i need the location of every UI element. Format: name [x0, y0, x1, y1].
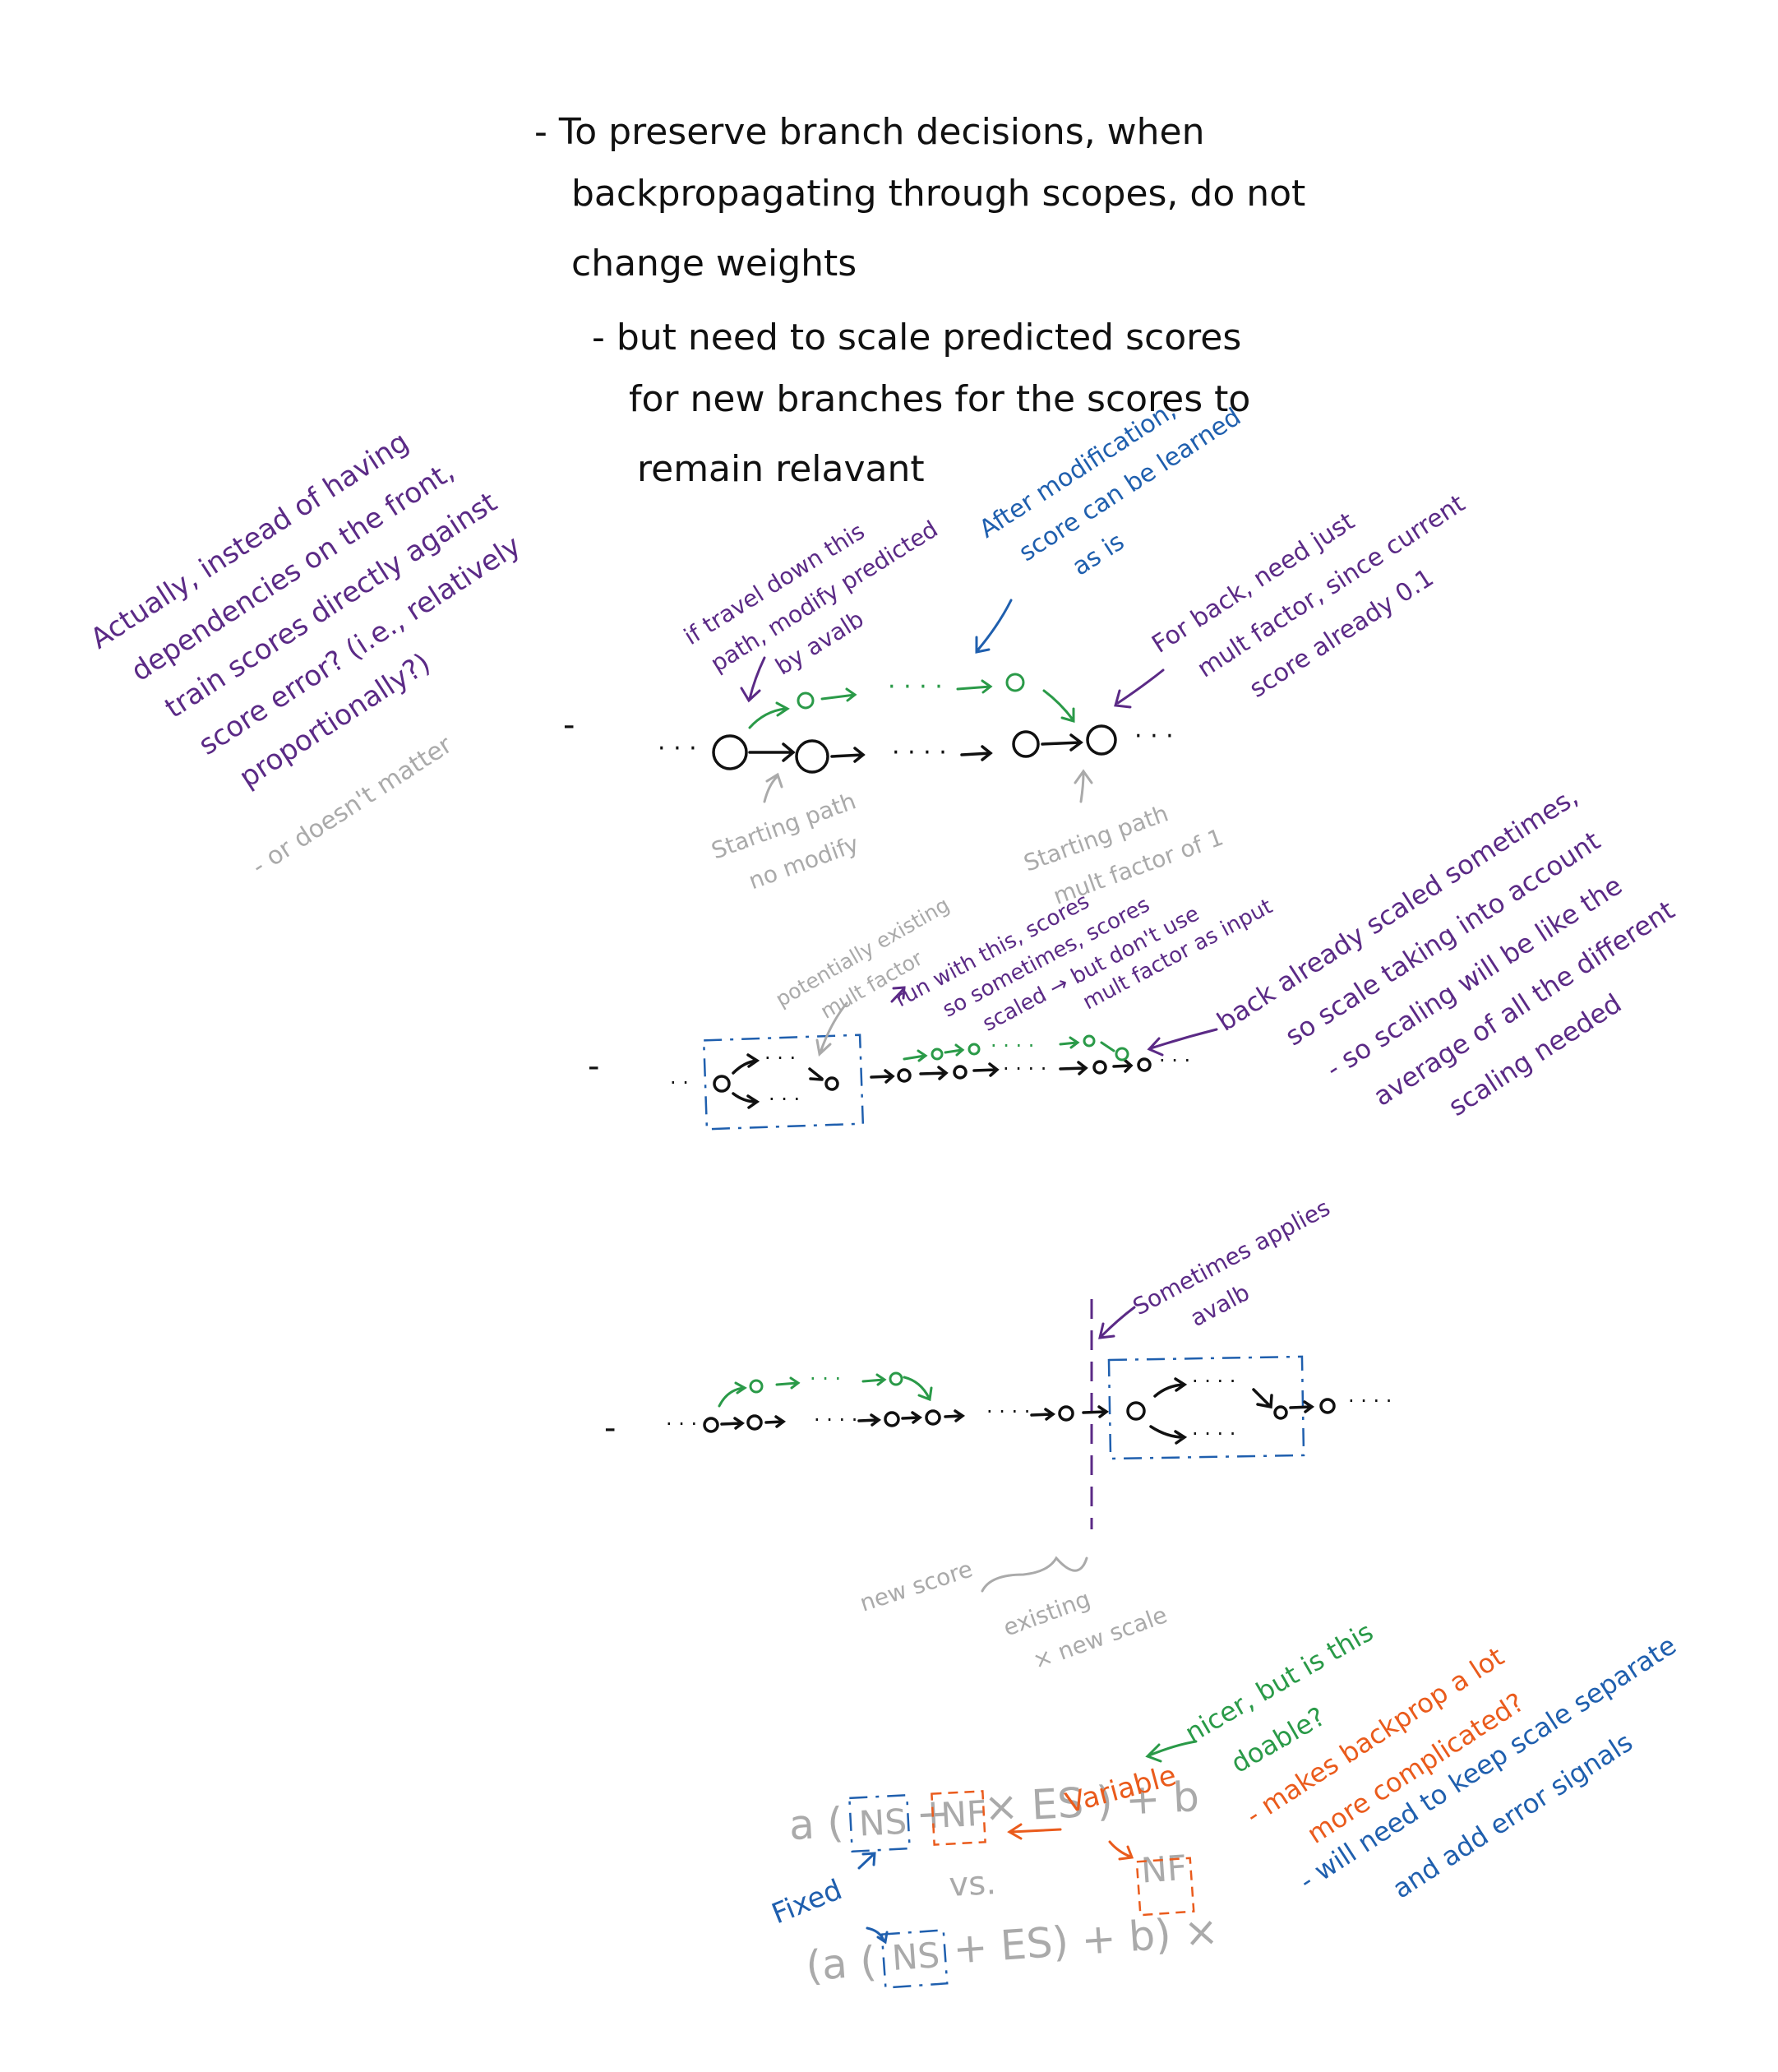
diagram-3: - · · · · · · · · · · · [604, 1194, 1392, 1675]
diagram-1-label-right: Starting path mult factor of 1 [1020, 800, 1226, 910]
svg-text:· · · ·: · · · · [986, 1400, 1030, 1423]
green-node-2 [1005, 673, 1025, 692]
main-note-line-3: change weights [571, 243, 857, 284]
diagram-2-annotation-right: back already scaled sometimes, so scale … [1212, 780, 1680, 1122]
node-1 [712, 734, 748, 770]
diagram-3-path [703, 1377, 1336, 1445]
diagram-3-label-new-score: new score [857, 1555, 976, 1616]
svg-text:· ·: · · [670, 1071, 689, 1094]
svg-text:· · · ·: · · · · [1348, 1390, 1392, 1413]
svg-text:+ ES) + b) ×: + ES) + b) × [951, 1907, 1220, 1973]
main-note-line-4: - but need to scale predicted scores [592, 317, 1241, 358]
svg-text:· · ·: · · · [1134, 722, 1174, 751]
pointer-purple-left [740, 656, 766, 703]
svg-text:· · · ·: · · · · [1192, 1422, 1235, 1445]
node-4 [1086, 724, 1117, 756]
main-note-line-6: remain relavant [637, 448, 925, 490]
svg-text:· · ·: · · · [1159, 1049, 1190, 1072]
diagram-2-pointer-purple [1147, 1028, 1218, 1057]
formula-nf-box-1 [931, 1790, 986, 1846]
green-node-1 [797, 691, 815, 710]
svg-text:a (: a ( [787, 1799, 844, 1849]
formula-nf-box-2 [1135, 1857, 1195, 1917]
main-note-line-1: - To preserve branch decisions, when [534, 111, 1205, 153]
diagram-3-pointer-purple [1098, 1306, 1136, 1339]
node-3 [1012, 730, 1040, 758]
svg-text:· · ·: · · · [764, 1047, 796, 1070]
main-note-line-2: backpropagating through scopes, do not [571, 173, 1305, 215]
green-note-pointer [1145, 1740, 1198, 1763]
pointer-blue [975, 599, 1013, 654]
diagram-2-bullet: - [588, 1048, 599, 1085]
svg-text:NS: NS [890, 1935, 940, 1978]
diagram-2-pointer-purple-small [890, 986, 906, 1003]
svg-text:· · ·: · · · [769, 1088, 800, 1111]
svg-text:new score: new score [857, 1555, 976, 1616]
diagram-3-annotation: Sometimes applies avalb [1129, 1194, 1335, 1332]
arrow-2 [830, 747, 866, 763]
diagram-2-ellipses: · · · · · · · · · · · · · · · [670, 1047, 1190, 1111]
formula-ns-box-2 [880, 1929, 949, 1989]
diagram-2-path [713, 1053, 1152, 1109]
formula-line-2: (a ( NS + ES) + b) × NF [804, 1848, 1220, 1990]
svg-text:· · · ·: · · · · [1003, 1057, 1046, 1080]
fixed-pointer-up [857, 1852, 876, 1870]
diagram-2-scope-box [702, 1034, 865, 1131]
pointer-gray-right [1074, 769, 1093, 803]
diagram-2-green-bypass [903, 1034, 1129, 1062]
svg-text:· · · ·: · · · · [1192, 1370, 1235, 1393]
formula-label-fixed: Fixed [767, 1873, 847, 1931]
svg-text:· · · ·: · · · · [888, 673, 943, 701]
diagram-2-pointer-gray [815, 1001, 848, 1057]
formula-line-1: a ( NS + NF × ES ) + b [787, 1773, 1201, 1849]
diagram-3-label-existing: existing × new scale [1000, 1585, 1171, 1675]
variable-pointer-left [1007, 1823, 1062, 1840]
svg-text:· · · ·: · · · · [814, 1408, 857, 1431]
diagram-3-ellipses: · · · · · · · · · · · · · · · · · · · · … [666, 1370, 1392, 1445]
main-note-line-5: for new branches for the scores to [629, 378, 1250, 420]
node-2 [795, 739, 829, 774]
svg-text:(a (: (a ( [804, 1937, 877, 1990]
pointer-gray-left [763, 772, 783, 803]
pointer-purple-right [1114, 668, 1165, 709]
svg-text:NF: NF [1140, 1848, 1189, 1891]
formula-vs: vs. [948, 1864, 997, 1904]
arrow-4 [1041, 733, 1083, 752]
svg-text:NF: NF [940, 1793, 987, 1836]
arrow-3 [960, 745, 993, 761]
formula-section: a ( NS + NF × ES ) + b vs. (a ( NS + ES)… [767, 1616, 1681, 1990]
diagram-1-bullet: - [563, 706, 575, 744]
svg-text:NS: NS [858, 1801, 908, 1844]
diagram-3-brace [981, 1556, 1088, 1593]
arrow-1 [748, 742, 796, 762]
diagram-1-ellipses: · · · · · · · · · · [658, 722, 1174, 767]
svg-text:· · · ·: · · · · [991, 1034, 1034, 1057]
formula-ns-box-1 [848, 1793, 911, 1853]
diagram-1-path [712, 724, 1117, 774]
svg-text:Fixed: Fixed [767, 1873, 847, 1931]
diagram-3-green-bypass [718, 1371, 933, 1408]
side-note-purple: Actually, instead of having dependencies… [85, 426, 526, 795]
formula-green-note: nicer, but is this doable? [1180, 1616, 1379, 1779]
diagram-1-annotation-right: For back, need just mult factor, since c… [1147, 489, 1471, 704]
main-notes: - To preserve branch decisions, when bac… [534, 111, 1305, 490]
diagram-3-bullet: - [604, 1409, 616, 1447]
svg-text:× ES ) + b: × ES ) + b [983, 1773, 1201, 1832]
diagram-1-label-left: Starting path no modify [708, 788, 862, 895]
variable-pointer-right [1108, 1840, 1134, 1861]
diagram-1-green-bypass [748, 673, 1075, 729]
svg-text:· · ·: · · · [810, 1367, 841, 1390]
svg-text:· · ·: · · · [666, 1413, 697, 1436]
svg-text:· · ·: · · · [658, 734, 697, 763]
fixed-pointer-down [866, 1926, 889, 1945]
svg-text:· · · ·: · · · · [892, 738, 947, 767]
